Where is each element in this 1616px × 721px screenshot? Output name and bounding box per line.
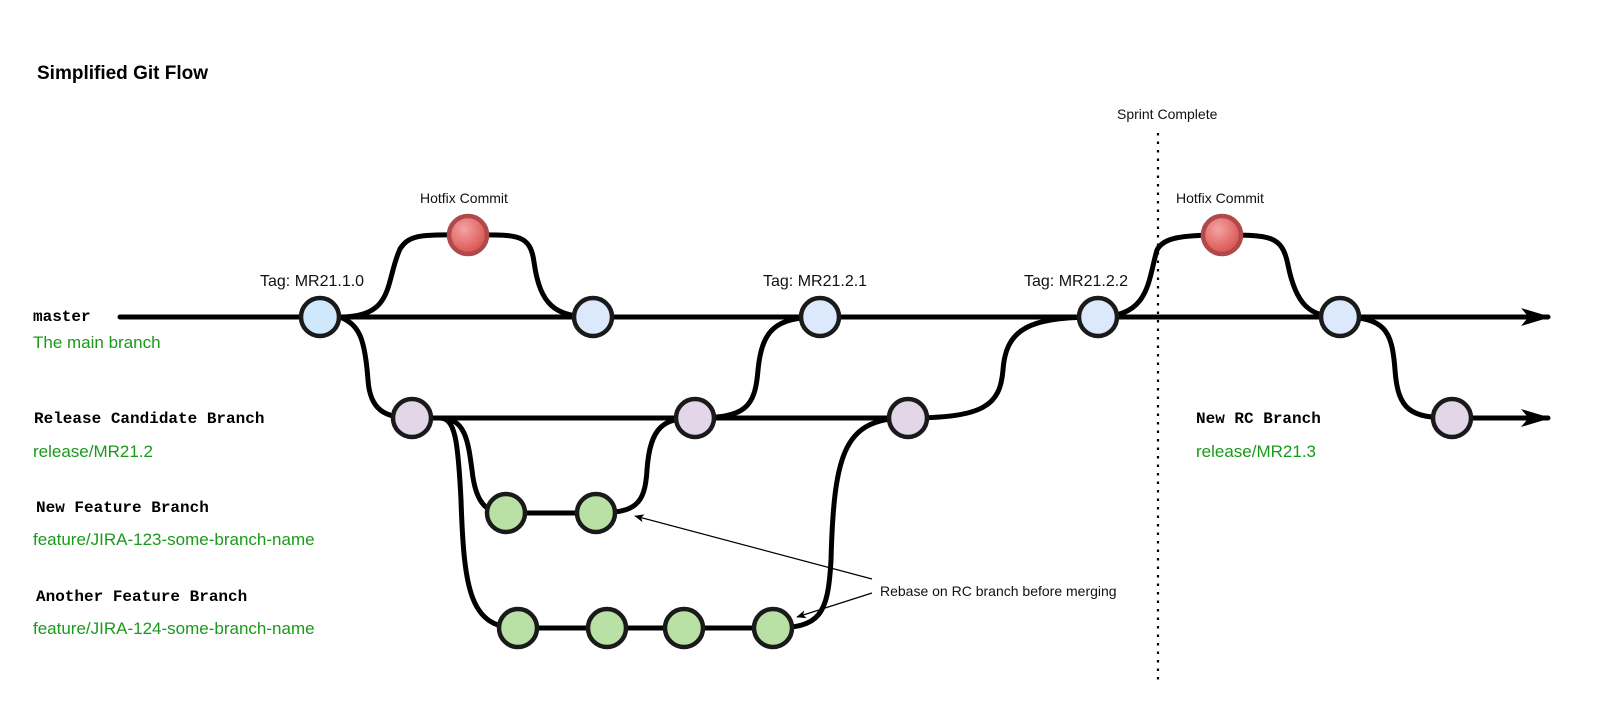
master-branch-name: master [33,308,91,326]
tag-label-3: Tag: MR21.2.2 [1024,273,1128,290]
feature1-branch-name: New Feature Branch [36,499,209,517]
commit-master-hotfix-merge [571,295,615,339]
commit-rc-2 [673,396,717,440]
hotfix-label-1: Hotfix Commit [420,190,508,206]
rebase-arrow-2 [796,592,873,619]
feature2-merge-path [770,415,911,631]
sprint-complete-label: Sprint Complete [1117,106,1218,122]
tag-label-2: Tag: MR21.2.1 [763,273,867,290]
rebase-arrow-1 [634,514,873,580]
commit-tag-mr21-2-2 [1076,295,1120,339]
diagram-title: Simplified Git Flow [37,63,208,84]
commit-new-rc-1 [1430,396,1474,440]
commit-feature2-2 [585,606,629,650]
feature2-fork-path [437,415,521,631]
new-rc-fork-path [1337,314,1455,421]
commit-rc-3 [886,396,930,440]
commit-hotfix-2 [1200,213,1244,257]
commit-feature2-3 [662,606,706,650]
master-branch-desc: The main branch [33,333,161,352]
feature2-branch-desc: feature/JIRA-124-some-branch-name [33,619,315,638]
tag-label-1: Tag: MR21.1.0 [260,273,364,290]
commit-feature1-2 [574,491,618,535]
commit-tag-mr21-2-1 [798,295,842,339]
commit-master-hotfix-2-merge [1318,295,1362,339]
commit-feature2-1 [496,606,540,650]
rebase-note: Rebase on RC branch before merging [880,583,1117,599]
hotfix-label-2: Hotfix Commit [1176,190,1264,206]
new-rc-branch-desc: release/MR21.3 [1196,442,1316,461]
feature1-merge-path [593,415,698,516]
rc-branch-name: Release Candidate Branch [34,410,264,428]
commit-rc-1 [390,396,434,440]
commit-tag-mr21-1-0 [298,295,342,339]
commit-feature2-4 [751,606,795,650]
feature1-branch-desc: feature/JIRA-123-some-branch-name [33,530,315,549]
commit-feature1-1 [484,491,528,535]
rc-merge-2-path [905,314,1101,421]
feature2-branch-name: Another Feature Branch [36,588,247,606]
commit-hotfix-1 [446,213,490,257]
rc-branch-desc: release/MR21.2 [33,442,153,461]
rc-merge-1-path [692,314,823,421]
new-rc-branch-name: New RC Branch [1196,410,1321,428]
